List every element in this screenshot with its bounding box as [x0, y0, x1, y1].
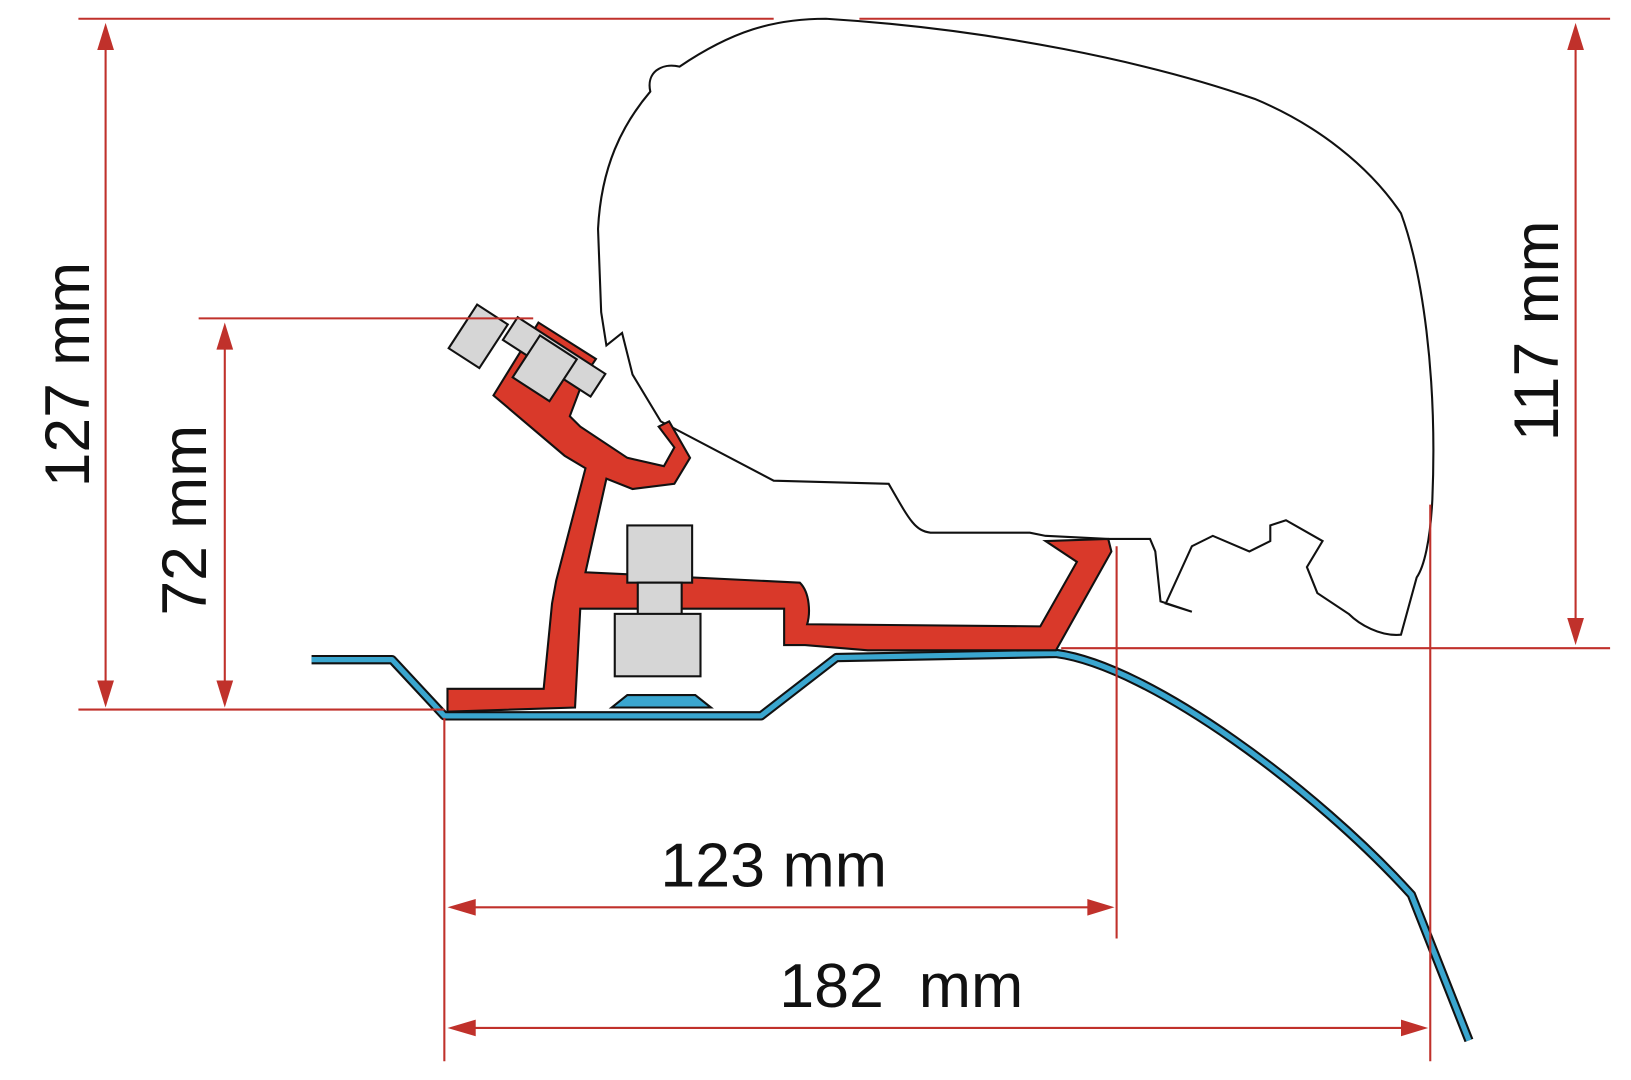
bracket-height-label: 72 mm [150, 425, 220, 616]
vertical-bolt [608, 524, 714, 709]
mounting-bracket [446, 321, 1113, 713]
inner-width-label: 123 mm [660, 831, 887, 901]
outer-width-label: 182 mm [779, 951, 1023, 1021]
vehicle-roof-profile [311, 648, 1474, 1043]
awning-housing [596, 17, 1435, 636]
dimension-lines [78, 17, 1611, 1062]
clamp-bolt [447, 303, 607, 403]
awning-height-label: 117 mm [1502, 220, 1572, 441]
overall-height-label: 127 mm [33, 262, 103, 487]
